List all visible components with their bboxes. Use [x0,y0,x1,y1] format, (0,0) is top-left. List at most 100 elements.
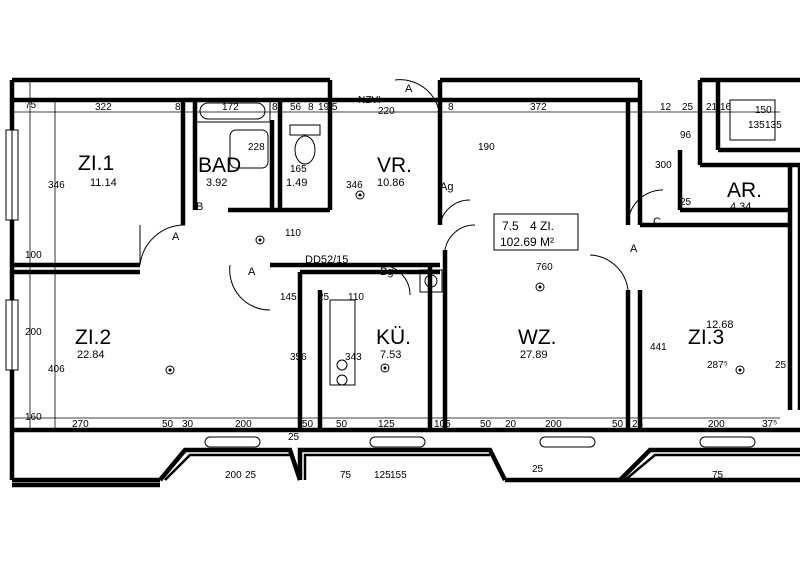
bg-label: Bg [380,266,393,278]
dim-bottom-11: 200 [545,419,562,430]
dim-int-15: 287⁵ [707,360,728,371]
dim-bottom-0: 270 [72,419,89,430]
dim-int-1: 165 [290,164,307,175]
door-label-a1: A [172,231,180,243]
dim-bottom-6: 50 [336,419,348,430]
room-name-ku: KÜ. [376,326,411,349]
room-area-wz: 27.89 [520,349,548,361]
door-label-c: C [653,216,661,228]
dim-bottom-3: 200 [235,419,252,430]
dimension-lines [12,80,780,430]
dim-below-6: 75 [712,470,724,481]
dim-top-4: 8 [272,102,278,113]
windows [5,129,756,448]
dim-top-12: 12 [660,102,672,113]
dim-top-3: 172 [222,102,239,113]
dim-bottom-12: 50 [612,419,624,430]
dim-bottom-8: 105 [434,419,451,430]
fixtures [194,99,776,386]
dim-top-2: 8 [175,102,181,113]
room-area-zi3: 12.68 [706,319,734,331]
outlets [165,190,745,375]
room-labels: ZI.1 11.14 BAD 3.92 1.49 VR. 10.86 AR. 4… [75,152,762,361]
dim-bottom-7: 125 [378,419,395,430]
room-area-zi1: 11.14 [90,177,117,189]
dim-int-0: 228 [248,142,265,153]
room-area-ku: 7.53 [380,349,401,361]
dim-int-8: 145 [280,292,297,303]
room-name-vr: VR. [377,154,412,177]
dim-top-16: 150 [755,105,772,116]
dim-bottom-4: 25 [288,432,300,443]
dim-top-15: 16 [720,102,732,113]
duct-label: DD52/15 [305,254,348,266]
dim-int-17: 25 [680,197,692,208]
room-area-wc: 1.49 [286,177,307,189]
unit-label: 7.5 4 ZI. 102.69 M² [493,213,579,251]
dim-int-14: 441 [650,342,667,353]
dim-left-1: 100 [25,250,42,261]
room-area-zi2: 22.84 [77,349,105,361]
dim-left-3: 406 [48,364,65,375]
dim-bottom-2: 30 [182,419,194,430]
dim-int-13: 760 [536,262,553,273]
dim-top-7: 19,5 [318,102,338,113]
dimension-labels: 75 322 8 172 8 56 8 19,5 NZVI 220 8 372 … [25,95,787,481]
interior-walls [12,80,790,430]
room-name-zi1: ZI.1 [78,152,114,175]
unit-area: 102.69 [500,235,537,249]
room-name-bad: BAD [198,154,241,177]
dim-int-5: 96 [680,130,692,141]
dim-bottom-5: 50 [302,419,314,430]
unit-rooms: 4 ZI. [530,219,554,233]
dim-bottom-14: 200 [708,419,725,430]
dim-left-4: 160 [25,412,42,423]
room-area-ar: 4.34 [730,201,751,213]
dim-bottom-13: 25 [632,419,644,430]
dim-below-4: 155 [390,470,407,481]
dim-top-10: 8 [448,102,454,113]
dim-below-2: 75 [340,470,352,481]
room-name-ar: AR. [727,179,762,202]
outer-walls [9,77,800,488]
door-label-b1: B [196,201,203,213]
dim-int-6: 135 [765,120,782,131]
room-name-wz: WZ. [518,326,556,349]
ag-label: Ag [440,181,453,193]
door-label-a2: A [248,266,256,278]
annotations: DD52/15 A A A A B C Ag Bg [172,83,661,278]
dim-int-11: 356 [290,352,307,363]
dim-left-2: 200 [25,327,42,338]
dim-int-16: 25 [775,360,787,371]
dim-top-11: 372 [530,102,547,113]
dim-int-3: 190 [478,142,495,153]
dim-bottom-10: 20 [505,419,517,430]
dim-int-2: 346 [346,180,363,191]
dim-top-0: 75 [25,100,37,111]
dim-int-7: 110 [285,228,301,239]
dim-bottom-15: 37⁵ [762,419,777,430]
dim-bottom-9: 50 [480,419,492,430]
dim-top-8: NZVI [358,95,381,106]
dim-below-5: 25 [532,464,544,475]
dim-top-17: 135 [748,120,765,131]
dim-top-14: 21 [706,102,718,113]
unit-number: 7.5 [502,219,519,233]
room-name-zi3: ZI.3 [688,326,724,349]
room-area-vr: 10.86 [377,177,405,189]
dim-int-12: 343 [345,352,362,363]
dim-top-1: 322 [95,102,112,113]
dim-int-4: 300 [655,160,672,171]
unit-area-unit: M² [540,235,554,249]
doors [139,79,664,311]
dim-left-0: 346 [48,180,65,191]
door-label-a4: A [405,83,413,95]
room-area-bad: 3.92 [206,177,227,189]
dim-below-0: 200 [225,470,242,481]
dim-int-10: 110 [348,292,364,303]
dim-top-13: 25 [682,102,694,113]
dim-below-1: 25 [245,470,257,481]
door-label-a3: A [630,243,638,255]
room-name-zi2: ZI.2 [75,326,111,349]
